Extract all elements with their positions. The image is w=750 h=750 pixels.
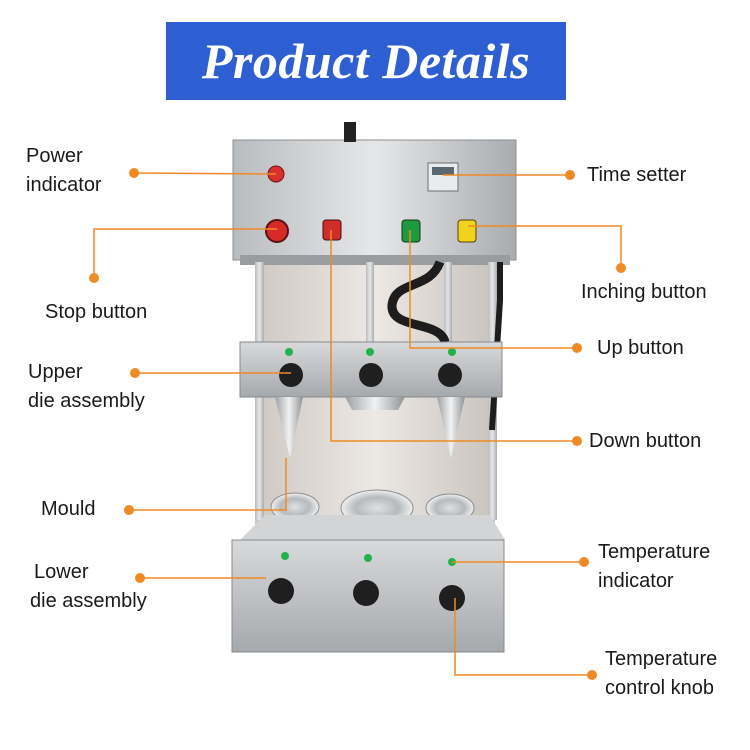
time-setter-screen: [432, 167, 454, 175]
cone-right: [437, 397, 465, 458]
up-button-text: Up button: [597, 337, 684, 359]
label-temperature-knob: Temperature control knob: [605, 645, 717, 703]
temp-indicator-line1: Temperature: [598, 541, 711, 563]
dot-inching: [616, 263, 626, 273]
upper-light-1: [285, 348, 293, 356]
upper-light-2: [366, 348, 374, 356]
lower-light-1: [281, 552, 289, 560]
upper-knob-3: [438, 363, 462, 387]
control-box-lip: [240, 255, 510, 265]
label-upper-die: Upper die assembly: [28, 358, 145, 416]
label-inching-button: Inching button: [581, 278, 707, 307]
stop-button-text: Stop button: [45, 301, 148, 323]
dot-lower-die: [135, 573, 145, 583]
lower-knob-2: [353, 580, 379, 606]
dot-temp-indicator: [579, 557, 589, 567]
inching-button-text: Inching button: [581, 281, 707, 303]
dot-time: [565, 170, 575, 180]
callout-temp-knob: [454, 598, 592, 676]
label-stop-button: Stop button: [45, 298, 147, 327]
lower-die-line1: Lower: [34, 561, 89, 583]
title-banner: Product Details: [166, 22, 566, 100]
dot-stop: [89, 273, 99, 283]
cone-left: [275, 397, 303, 458]
label-temperature-indicator: Temperature indicator: [598, 538, 710, 596]
temp-indicator-line2: indicator: [598, 570, 674, 592]
temperature-knob: [439, 585, 465, 611]
upper-die-line2: die assembly: [28, 390, 145, 412]
lower-light-2: [364, 554, 372, 562]
callout-inching: [468, 225, 622, 268]
label-time-setter: Time setter: [587, 161, 686, 190]
power-cord: [344, 122, 356, 142]
label-mould: Mould: [41, 495, 95, 524]
dot-power: [129, 168, 139, 178]
upper-die-line1: Upper: [28, 361, 83, 383]
callout-up: [409, 230, 577, 349]
callout-stop: [93, 228, 277, 278]
lower-knob-1: [268, 578, 294, 604]
upper-light-3: [448, 348, 456, 356]
callout-power: [133, 172, 277, 175]
mould-text: Mould: [41, 498, 96, 520]
label-up-button: Up button: [597, 334, 684, 363]
lower-base-top: [240, 515, 505, 540]
down-button: [322, 219, 342, 241]
stop-button: [265, 219, 289, 243]
callout-dots: [89, 168, 626, 680]
post-mid-right: [444, 262, 452, 342]
upper-knob-1: [279, 363, 303, 387]
upper-knob-2: [359, 363, 383, 387]
cone-center: [345, 397, 405, 410]
banner-title: Product Details: [201, 33, 531, 89]
power-indicator-line1: Power: [26, 145, 83, 167]
down-button-text: Down button: [589, 430, 702, 452]
dot-upper-die: [130, 368, 140, 378]
post-mid-left: [366, 262, 374, 342]
callout-lines: [93, 172, 622, 676]
dot-down: [572, 436, 582, 446]
inching-button: [457, 219, 477, 243]
time-setter-text: Time setter: [587, 164, 687, 186]
dot-temp-knob: [587, 670, 597, 680]
hose: [387, 260, 450, 344]
label-down-button: Down button: [589, 427, 701, 456]
temp-knob-line2: control knob: [605, 677, 714, 699]
up-button: [401, 219, 421, 243]
dot-up: [572, 343, 582, 353]
power-indicator-line2: indicator: [26, 174, 102, 196]
label-power-indicator: Power indicator: [26, 142, 102, 200]
lower-die-line2: die assembly: [30, 590, 147, 612]
callout-mould: [129, 458, 287, 511]
dot-mould: [124, 505, 134, 515]
callout-down: [330, 230, 577, 442]
label-lower-die: Lower die assembly: [30, 558, 147, 616]
temp-knob-line1: Temperature: [605, 648, 718, 670]
